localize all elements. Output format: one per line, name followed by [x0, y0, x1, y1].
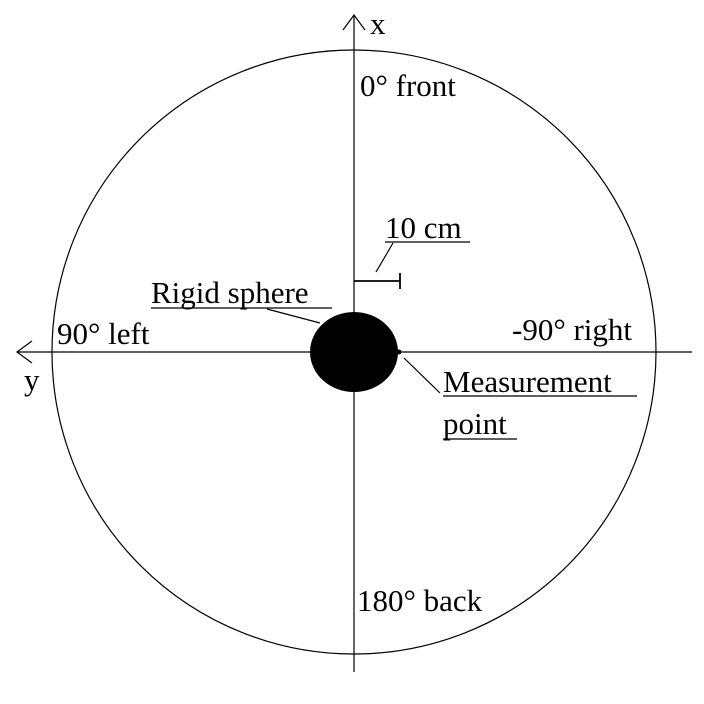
rigid-sphere [310, 312, 398, 392]
y-axis-label: y [24, 362, 40, 397]
right-direction-label: -90° right [512, 312, 632, 347]
scale-label: 10 cm [385, 210, 462, 245]
measurement-point-dot [396, 349, 402, 355]
back-direction-label: 180° back [357, 583, 483, 618]
y-axis-arrowhead [15, 340, 33, 364]
sphere-label: Rigid sphere [151, 275, 309, 310]
x-axis-label: x [370, 6, 386, 41]
scale-leader-line [375, 242, 394, 273]
front-direction-label: 0° front [360, 68, 456, 103]
x-axis-arrowhead [342, 13, 366, 31]
sphere-leader-line [266, 308, 321, 324]
measurement-label-line1: Measurement [443, 364, 612, 399]
measurement-leader-line [403, 357, 441, 394]
measurement-label-line2: point [443, 406, 507, 441]
left-direction-label: 90° left [57, 316, 150, 351]
